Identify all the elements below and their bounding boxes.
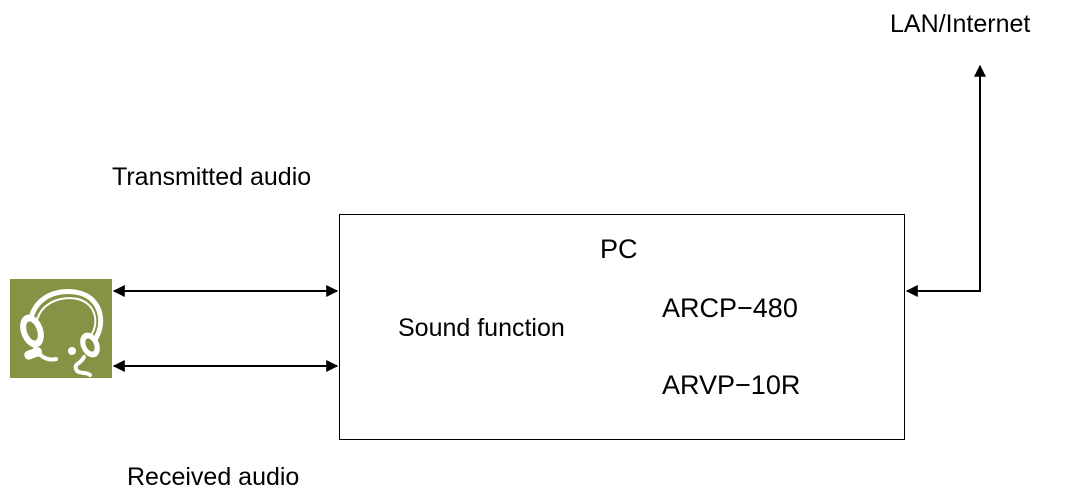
arcp-label: ARCP−480	[662, 293, 798, 323]
network-label: LAN/Internet	[890, 10, 1031, 38]
received-audio-label: Received audio	[127, 463, 300, 491]
pc-label: PC	[600, 234, 638, 264]
pc-box	[339, 214, 905, 440]
headset-icon	[10, 279, 112, 378]
network-arrow	[905, 64, 986, 297]
arvp-label: ARVP−10R	[662, 370, 801, 400]
transmitted-audio-label: Transmitted audio	[112, 163, 312, 191]
sound-function-label: Sound function	[398, 314, 565, 342]
